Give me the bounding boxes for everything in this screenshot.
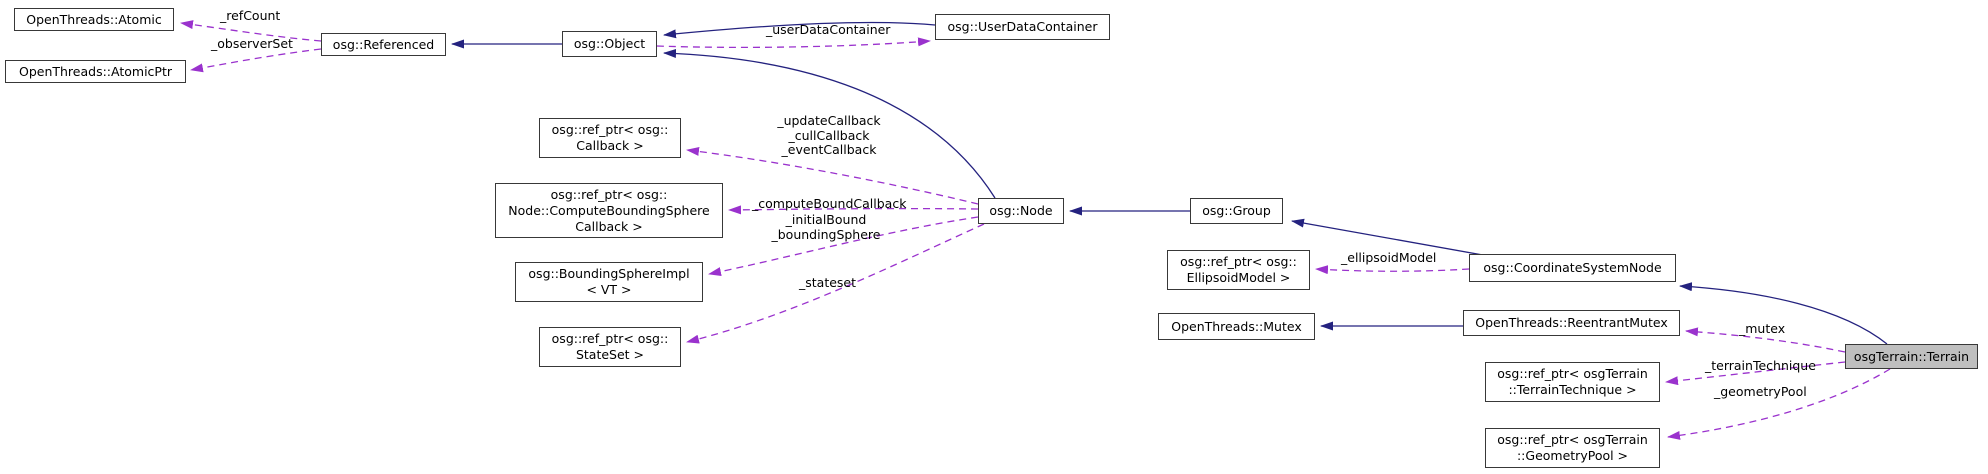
class-node-refptr-stateset[interactable]: osg::ref_ptr< osg:: StateSet > bbox=[539, 327, 681, 367]
edge-csn-to-refptr-ellipsoidmodel bbox=[1315, 265, 1470, 275]
edge-label-geometrypool: _geometryPool bbox=[1714, 384, 1807, 399]
class-node-openthreads-atomicptr[interactable]: OpenThreads::AtomicPtr bbox=[5, 60, 186, 83]
class-node-osg-group[interactable]: osg::Group bbox=[1190, 198, 1283, 224]
edge-referenced-to-atomicptr bbox=[190, 48, 322, 73]
class-node-osg-referenced[interactable]: osg::Referenced bbox=[321, 33, 446, 56]
class-node-osg-userdatacontainer[interactable]: osg::UserDataContainer bbox=[935, 14, 1110, 40]
edge-label-mutex: _mutex bbox=[1739, 321, 1786, 336]
class-node-refptr-computeboundingspherecallback[interactable]: osg::ref_ptr< osg:: Node::ComputeBoundin… bbox=[495, 183, 723, 238]
edge-label-bounds: _initialBound _boundingSphere bbox=[771, 212, 881, 242]
edge-label-stateset: _stateset bbox=[799, 275, 857, 290]
edge-object-to-userdatacontainer bbox=[656, 37, 931, 49]
class-node-openthreads-mutex[interactable]: OpenThreads::Mutex bbox=[1158, 313, 1315, 340]
class-node-refptr-callback[interactable]: osg::ref_ptr< osg:: Callback > bbox=[539, 118, 681, 158]
edge-label-computeboundcallback: _computeBoundCallback bbox=[752, 196, 907, 211]
class-node-osg-boundingsphereimpl[interactable]: osg::BoundingSphereImpl < VT > bbox=[515, 262, 703, 302]
class-node-osg-object[interactable]: osg::Object bbox=[562, 31, 657, 57]
class-node-refptr-terraintechnique[interactable]: osg::ref_ptr< osgTerrain ::TerrainTechni… bbox=[1485, 362, 1660, 402]
edge-label-userdatacontainer: _userDataContainer bbox=[766, 22, 891, 37]
class-node-refptr-geometrypool[interactable]: osg::ref_ptr< osgTerrain ::GeometryPool … bbox=[1485, 428, 1660, 468]
edge-label-ellipsoidmodel: _ellipsoidModel bbox=[1341, 250, 1437, 265]
class-node-openthreads-atomic[interactable]: OpenThreads::Atomic bbox=[14, 8, 174, 31]
class-node-refptr-ellipsoidmodel[interactable]: osg::ref_ptr< osg:: EllipsoidModel > bbox=[1167, 250, 1310, 290]
edge-label-terraintechnique: _terrainTechnique bbox=[1705, 358, 1816, 373]
class-node-osgterrain-terrain: osgTerrain::Terrain bbox=[1845, 344, 1978, 369]
edge-label-observerset: _observerSet bbox=[211, 36, 293, 51]
class-node-openthreads-reentrantmutex[interactable]: OpenThreads::ReentrantMutex bbox=[1463, 310, 1680, 336]
edge-terrain-to-refptr-geometrypool bbox=[1667, 368, 1891, 440]
edge-label-refcount: _refCount bbox=[220, 8, 281, 23]
class-node-osg-node[interactable]: osg::Node bbox=[978, 198, 1064, 224]
edge-label-node-callbacks: _updateCallback _cullCallback _eventCall… bbox=[777, 113, 881, 157]
class-node-osg-coordinatesystemnode[interactable]: osg::CoordinateSystemNode bbox=[1469, 254, 1676, 282]
